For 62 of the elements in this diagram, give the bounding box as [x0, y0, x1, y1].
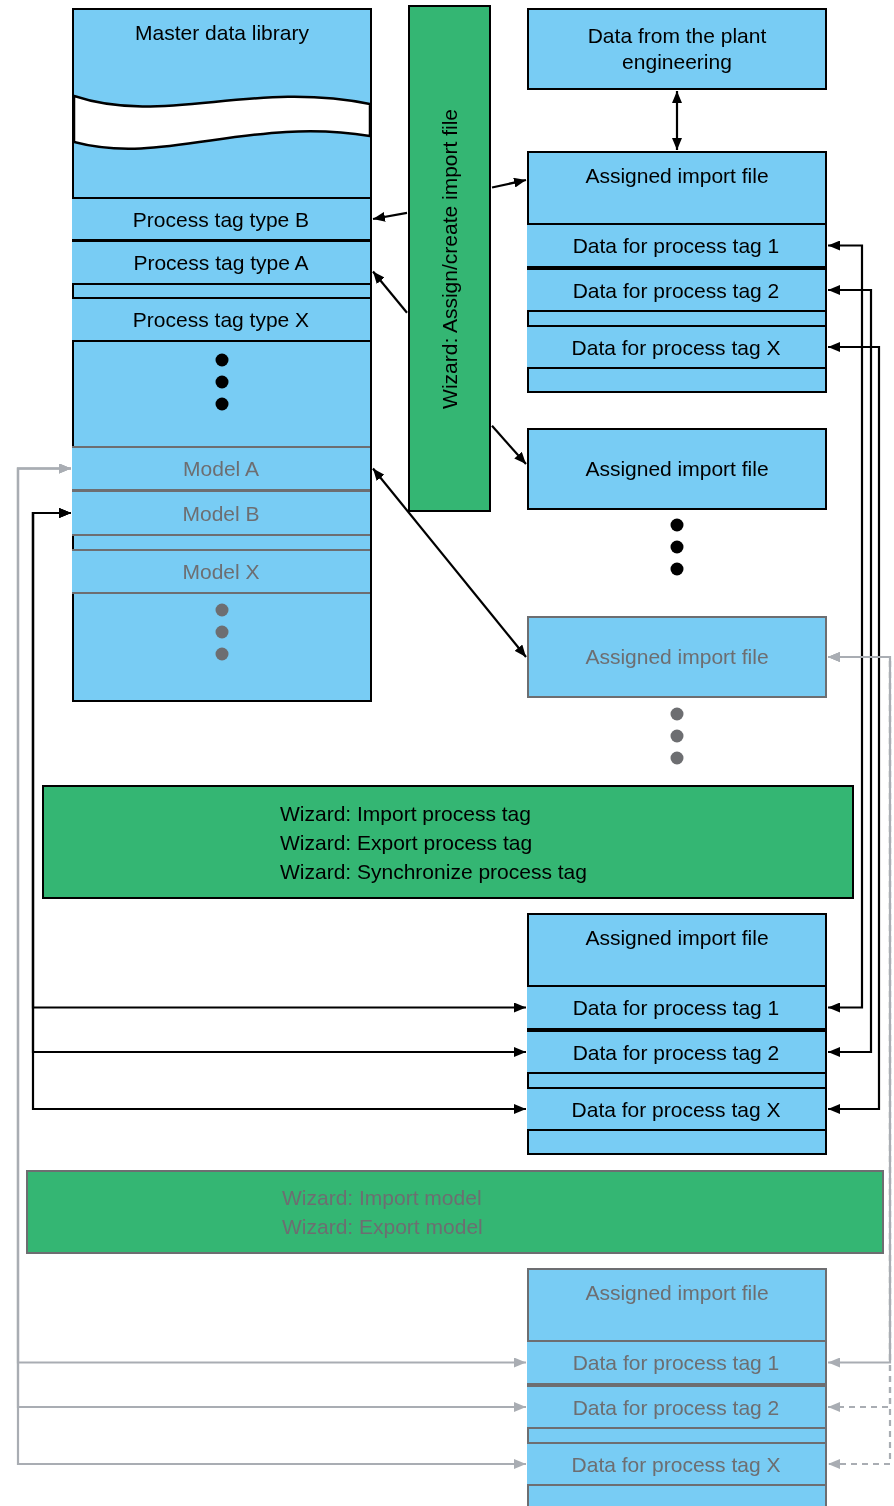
- arrow: [372, 211, 408, 222]
- row-label: Model B: [182, 500, 260, 527]
- row-label: Process tag type A: [133, 250, 309, 276]
- file-box: [527, 616, 827, 698]
- wizard-label: Wizard: Export model: [282, 1214, 483, 1240]
- row-label: Model X: [182, 559, 260, 585]
- row-label: Data for process tag X: [571, 1096, 781, 1123]
- wizard-label: Wizard: Export process tag: [280, 829, 533, 856]
- arrow: [828, 240, 864, 1013]
- file-box: [527, 8, 827, 90]
- file-panel: [527, 1268, 827, 1506]
- wizard-band: [42, 785, 854, 899]
- wizard-band: [26, 1170, 884, 1254]
- file-panel: [527, 913, 827, 1155]
- heading: Assigned import file: [585, 644, 769, 670]
- row-label: Process tag type B: [132, 206, 310, 233]
- row-label: Data for process tag 1: [572, 995, 780, 1021]
- list-row: [527, 1340, 825, 1385]
- file-panel: [527, 151, 827, 393]
- row-label: Data for process tag 1: [572, 233, 780, 259]
- wizard-label: Wizard: Assign/create import file: [437, 108, 462, 409]
- row-label: Data for process tag X: [571, 334, 781, 361]
- arrow: [828, 342, 881, 1114]
- list-row: [527, 985, 825, 1030]
- arrow: [828, 285, 873, 1057]
- row-label: Process tag type X: [132, 307, 310, 333]
- list-row: [72, 297, 370, 342]
- list-row: [72, 490, 370, 536]
- row-label: Data for process tag 2: [572, 1394, 780, 1421]
- heading: Assigned import file: [585, 163, 769, 189]
- library-panel: [72, 8, 372, 702]
- list-row: [72, 446, 370, 491]
- arrow: [372, 467, 527, 658]
- arrow: [672, 91, 682, 150]
- wizard-label: Wizard: Synchronize process tag: [280, 858, 587, 885]
- row-label: Data for process tag 2: [572, 1039, 780, 1066]
- wizard-label: Wizard: Import model: [282, 1185, 482, 1211]
- heading: Assigned import file: [585, 1280, 769, 1306]
- list-row: [72, 240, 370, 285]
- heading: Assigned import file: [585, 925, 769, 951]
- arrow: [491, 177, 527, 189]
- heading: Data from the plant engineering: [586, 23, 768, 75]
- list-row: [527, 1030, 825, 1074]
- row-label: Model A: [183, 456, 259, 482]
- list-row: [527, 1442, 825, 1486]
- list-row: [72, 197, 370, 241]
- list-row: [527, 223, 825, 268]
- heading: Assigned import file: [585, 456, 769, 482]
- list-row: [527, 325, 825, 369]
- row-label: Data for process tag X: [571, 1451, 781, 1478]
- list-row: [527, 268, 825, 312]
- wizard-bar: [408, 5, 491, 512]
- heading: Master data library: [135, 20, 309, 46]
- row-label: Data for process tag 2: [572, 277, 780, 304]
- list-row: [527, 1385, 825, 1429]
- file-box: [527, 428, 827, 510]
- arrow: [372, 270, 408, 314]
- arrow: [491, 425, 527, 465]
- list-row: [527, 1087, 825, 1131]
- wizard-label: Wizard: Import process tag: [280, 800, 531, 827]
- row-label: Data for process tag 1: [572, 1350, 780, 1376]
- list-row: [72, 549, 370, 594]
